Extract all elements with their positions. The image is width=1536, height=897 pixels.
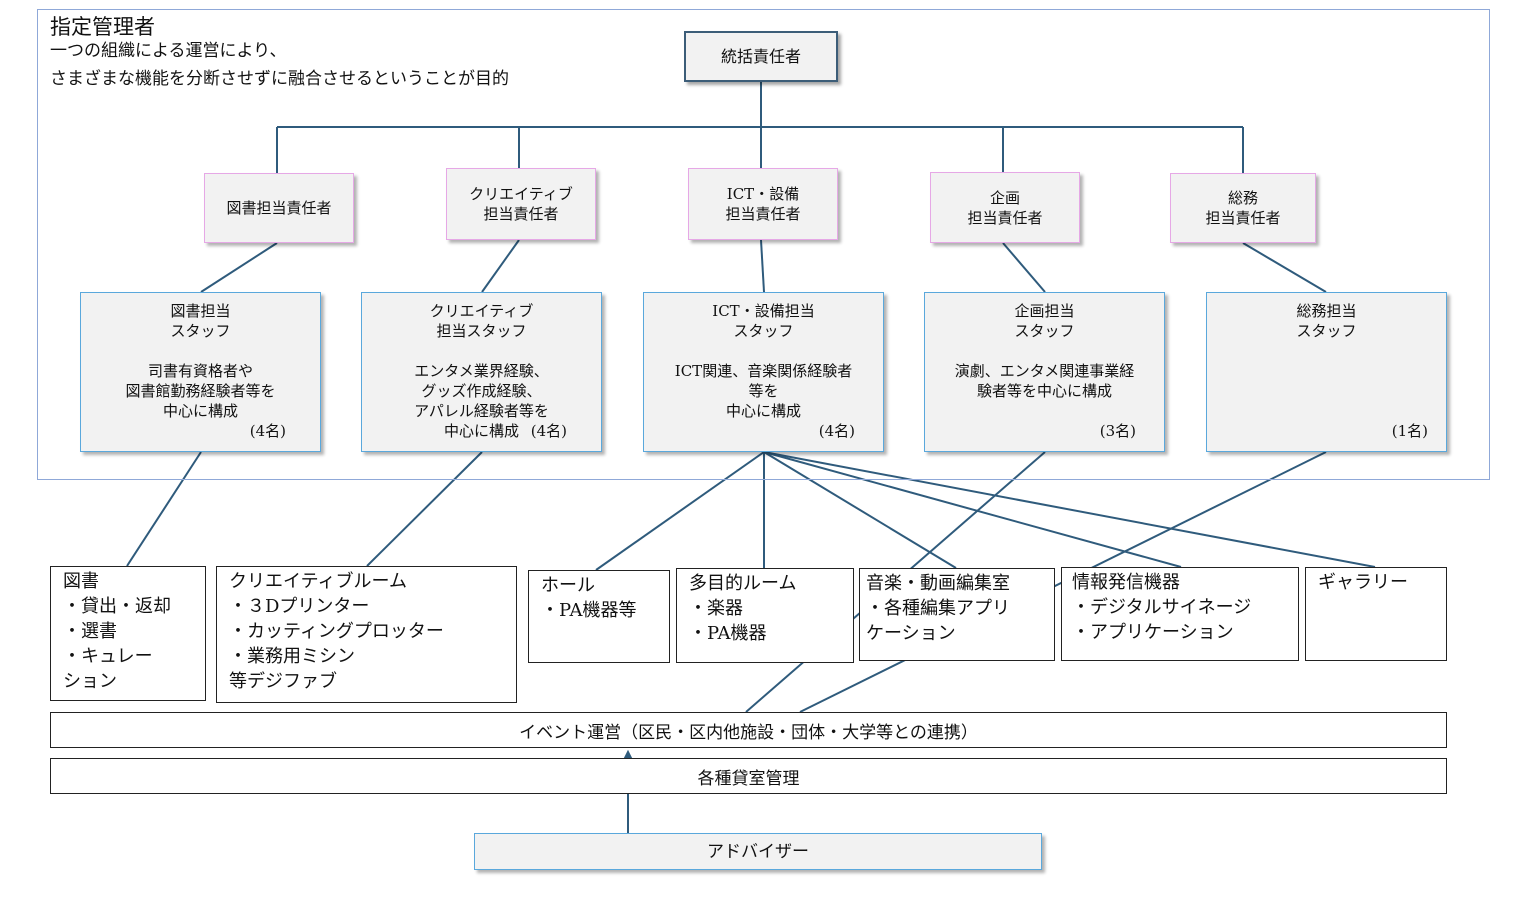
creative-manager-box: クリエイティブ 担当責任者 — [446, 168, 596, 240]
ict-staff-box: ICT・設備担当 スタッフ ICT関連、音楽関係経験者 等を 中心に構成 (4名… — [643, 292, 884, 452]
facility-hall: ホール ・PA機器等 — [528, 570, 670, 663]
staff-count: (1名) — [1391, 422, 1428, 440]
staff-description: ICT・設備担当 スタッフ ICT関連、音楽関係経験者 等を 中心に構成 — [674, 302, 853, 420]
organization-description-line2: さまざまな機能を分断させずに融合させるということが目的 — [50, 69, 509, 89]
organization-title: 指定管理者 — [50, 15, 155, 39]
staff-count: (4名) — [530, 422, 567, 440]
staff-count: (3名) — [1099, 422, 1136, 440]
staff-count: (4名) — [818, 422, 855, 440]
event-management-bar: イベント運営（区民・区内他施設・団体・大学等との連携） — [50, 712, 1447, 748]
staff-count: (4名) — [249, 422, 286, 440]
advisor-box: アドバイザー — [474, 833, 1042, 870]
library-manager-box: 図書担当責任者 — [204, 173, 354, 243]
facility-library: 図書 ・貸出・返却 ・選書 ・キュレー ション — [50, 566, 206, 701]
ict-manager-box: ICT・設備 担当責任者 — [688, 168, 838, 240]
facility-creative-room: クリエイティブルーム ・３Dプリンター ・カッティングプロッター ・業務用ミシン… — [216, 566, 517, 703]
creative-staff-box: クリエイティブ 担当スタッフ エンタメ業界経験、 グッズ作成経験、 アパレル経験… — [361, 292, 602, 452]
facility-multipurpose-room: 多目的ルーム ・楽器 ・PA機器 — [676, 568, 854, 663]
staff-description: 企画担当 スタッフ 演劇、エンタメ関連事業経 験者等を中心に構成 — [954, 302, 1135, 400]
staff-description: 総務担当 スタッフ — [1296, 302, 1357, 340]
facility-gallery: ギャラリー — [1305, 567, 1447, 661]
facility-media-editing-room: 音楽・動画編集室 ・各種編集アプリ ケーション — [859, 568, 1055, 661]
room-rental-management-bar: 各種貸室管理 — [50, 758, 1447, 794]
facility-information-devices: 情報発信機器 ・デジタルサイネージ ・アプリケーション — [1061, 567, 1299, 661]
planning-manager-box: 企画 担当責任者 — [930, 172, 1080, 243]
organization-description-line1: 一つの組織による運営により、 — [50, 41, 287, 61]
staff-description: 図書担当 スタッフ 司書有資格者や 図書館勤務経験者等を 中心に構成 — [125, 302, 276, 420]
staff-description: クリエイティブ 担当スタッフ エンタメ業界経験、 グッズ作成経験、 アパレル経験… — [414, 302, 549, 440]
designated-manager-frame — [37, 9, 1490, 480]
library-staff-box: 図書担当 スタッフ 司書有資格者や 図書館勤務経験者等を 中心に構成 (4名) — [80, 292, 321, 452]
general-affairs-staff-box: 総務担当 スタッフ (1名) — [1206, 292, 1447, 452]
planning-staff-box: 企画担当 スタッフ 演劇、エンタメ関連事業経 験者等を中心に構成 (3名) — [924, 292, 1165, 452]
head-manager-box: 統括責任者 — [684, 31, 838, 82]
general-affairs-manager-box: 総務 担当責任者 — [1170, 173, 1316, 243]
